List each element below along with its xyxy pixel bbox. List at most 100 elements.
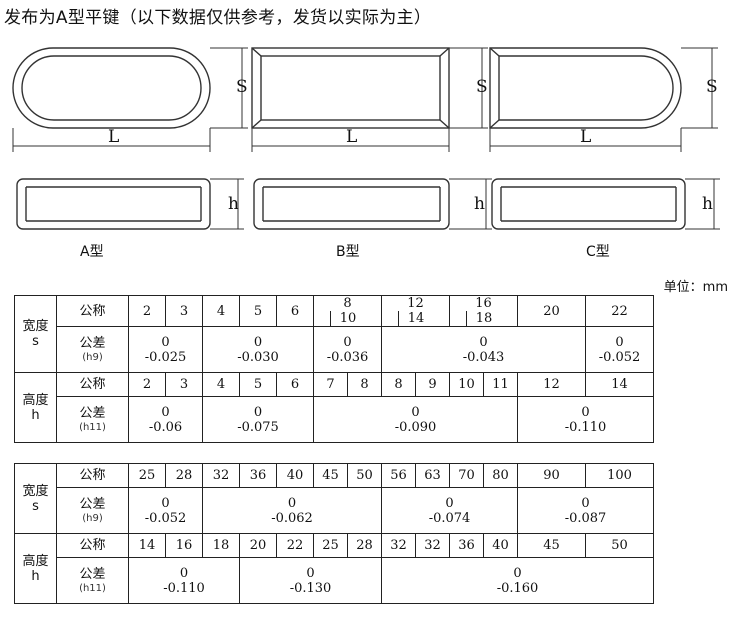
table-cell: 8 — [347, 372, 382, 397]
table-cell: 90 — [517, 463, 586, 488]
tolerance-label: 公差 (h9) — [56, 487, 129, 534]
tolerance-cell: 0-0.090 — [313, 396, 518, 443]
table-cell: 56 — [381, 463, 416, 488]
type-c-label: C型 — [586, 244, 610, 260]
tolerance-cell: 0-0.160 — [381, 557, 654, 604]
unit-label: 单位：mm — [663, 280, 728, 295]
table-cell: 12 — [517, 372, 586, 397]
table-cell: 50 — [585, 533, 654, 558]
dim-s-a: S — [236, 77, 248, 97]
tolerance-cell: 0-0.06 — [128, 396, 203, 443]
table-cell: 3 — [165, 372, 203, 397]
table-row: 宽度 s 公称 2 3 4 5 6 810 1214 1618 20 22 — [14, 295, 654, 373]
table-cell: 28 — [347, 533, 382, 558]
table-cell: 36 — [449, 533, 484, 558]
tolerance-cell: 0-0.075 — [202, 396, 314, 443]
table-cell: 10 — [449, 372, 484, 397]
tolerance-label: 公差 (h9) — [56, 326, 129, 373]
table-cell: 32 — [202, 463, 240, 488]
table-cell: 2 — [128, 295, 166, 327]
key-drawings: S S S L L L h h h A型 B型 C型 — [12, 47, 720, 260]
table-row: 公差 (h11) 0-0.06 0-0.075 0-0.090 0-0.110 — [15, 396, 654, 443]
table-cell: 3 — [165, 295, 203, 327]
type-b-top-view — [251, 47, 450, 129]
tolerance-cell: 0-0.043 — [381, 326, 586, 373]
tolerance-cell: 0-0.130 — [239, 557, 382, 604]
dim-h-c: h — [702, 194, 713, 214]
table-cell: 45 — [517, 533, 586, 558]
nominal-label: 公称 — [56, 533, 129, 558]
table-cell: 5 — [239, 295, 277, 327]
spec-table-2: 宽度 s 公称 25 28 32 36 40 45 50 56 63 70 80… — [14, 463, 654, 604]
table-cell: 63 — [415, 463, 450, 488]
dim-s-b: S — [476, 77, 488, 97]
height-category: 高度 h — [14, 533, 57, 604]
table-cell: 6 — [276, 295, 314, 327]
table-cell: 28 — [165, 463, 203, 488]
nominal-label: 公称 — [56, 372, 129, 397]
table-row: 公差 (h9) 0-0.052 0-0.062 0-0.074 0-0.087 — [15, 487, 654, 534]
table-cell: 11 — [483, 372, 518, 397]
table-row: 高度 h 公称 2 3 4 5 6 7 8 8 9 10 11 12 14 — [14, 372, 654, 443]
table-cell: 50 — [347, 463, 382, 488]
table-cell: 6 — [276, 372, 314, 397]
table-cell: 25 — [128, 463, 166, 488]
table-cell: 70 — [449, 463, 484, 488]
nominal-label: 公称 — [56, 295, 129, 327]
tolerance-cell: 0-0.052 — [585, 326, 654, 373]
table-cell: 20 — [239, 533, 277, 558]
tolerance-label: 公差 (h11) — [56, 396, 129, 443]
height-category: 高度 h — [14, 372, 57, 443]
table-cell: 22 — [585, 295, 654, 327]
type-a-top-view — [12, 47, 211, 129]
width-category: 宽度 s — [14, 295, 57, 373]
table-row: 公差 (h11) 0-0.110 0-0.130 0-0.160 — [15, 557, 654, 604]
width-category: 宽度 s — [14, 463, 57, 534]
dim-l-c: L — [580, 127, 591, 147]
table-row: 公差 (h9) 0-0.025 0-0.030 0-0.036 0-0.043 … — [15, 326, 654, 373]
type-a-label: A型 — [80, 244, 104, 260]
page-title: 发布为A型平键（以下数据仅供参考，发货以实际为主） — [4, 8, 432, 28]
table-cell: 20 — [517, 295, 586, 327]
table-cell: 80 — [483, 463, 518, 488]
table-cell: 40 — [276, 463, 314, 488]
table-cell: 45 — [313, 463, 348, 488]
table-cell: 4 — [202, 372, 240, 397]
tolerance-cell: 0-0.110 — [128, 557, 240, 604]
table-cell: 32 — [381, 533, 416, 558]
table-cell: 25 — [313, 533, 348, 558]
table-cell: 810 — [313, 295, 382, 327]
dim-l-a: L — [108, 127, 119, 147]
type-b-label: B型 — [336, 244, 360, 260]
table-cell: 4 — [202, 295, 240, 327]
table-cell: 14 — [128, 533, 166, 558]
dim-h-a: h — [228, 194, 239, 214]
tolerance-label: 公差 (h11) — [56, 557, 129, 604]
tolerance-cell: 0-0.036 — [313, 326, 382, 373]
table-cell: 2 — [128, 372, 166, 397]
type-b-side-view — [253, 178, 450, 230]
tolerance-cell: 0-0.074 — [381, 487, 518, 534]
tolerance-cell: 0-0.025 — [128, 326, 203, 373]
dim-s-c: S — [706, 77, 718, 97]
table-row: 高度 h 公称 14 16 18 20 22 25 28 32 32 36 40… — [14, 533, 654, 604]
table-cell: 1618 — [449, 295, 518, 327]
table-cell: 16 — [165, 533, 203, 558]
dim-h-b: h — [474, 194, 485, 214]
table-cell: 5 — [239, 372, 277, 397]
table-cell: 7 — [313, 372, 348, 397]
nominal-label: 公称 — [56, 463, 129, 488]
type-c-top-view — [489, 47, 682, 129]
tolerance-cell: 0-0.110 — [517, 396, 654, 443]
table-cell: 9 — [415, 372, 450, 397]
tolerance-cell: 0-0.062 — [202, 487, 382, 534]
table-cell: 14 — [585, 372, 654, 397]
spec-table-1: 宽度 s 公称 2 3 4 5 6 810 1214 1618 20 22 公差… — [14, 295, 654, 443]
table-cell: 40 — [483, 533, 518, 558]
tolerance-cell: 0-0.087 — [517, 487, 654, 534]
table-row: 宽度 s 公称 25 28 32 36 40 45 50 56 63 70 80… — [14, 463, 654, 534]
table-cell: 100 — [585, 463, 654, 488]
type-a-side-view — [16, 178, 211, 230]
table-cell: 1214 — [381, 295, 450, 327]
tolerance-cell: 0-0.052 — [128, 487, 203, 534]
